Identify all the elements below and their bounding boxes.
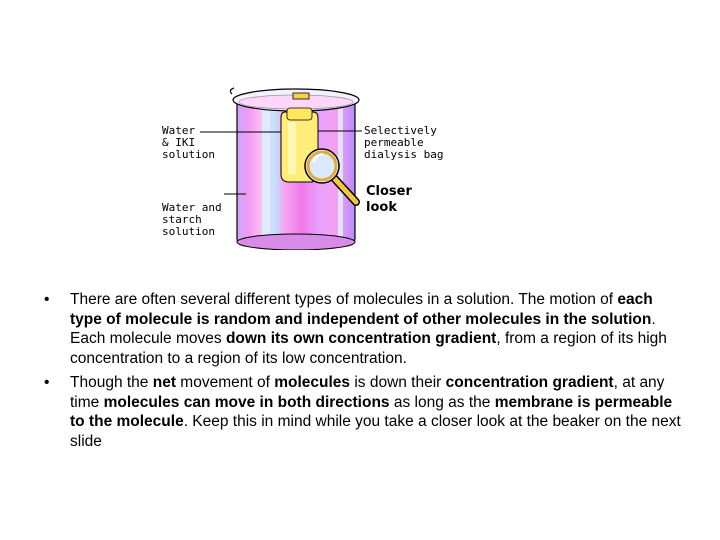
bullet-text: , at any time — [70, 374, 665, 411]
bullet-emphasis: concentration gradient — [445, 374, 614, 391]
bullet-list: There are often several different types … — [44, 290, 684, 456]
bullet-emphasis: membrane is permeable to the molecule — [70, 393, 673, 431]
bullet-item: Though the net movement of molecules is … — [44, 373, 684, 451]
bullet-emphasis: molecules can move in both directions — [103, 393, 390, 411]
bullet-text: , from a region of its high concentratio… — [70, 330, 667, 367]
bullet-item: There are often several different types … — [44, 290, 684, 368]
magnifying-glass-icon — [304, 148, 360, 206]
bullet-text: is down their — [350, 374, 446, 391]
bullet-emphasis: net — [152, 374, 176, 391]
bullet-emphasis: each type of molecule is random and inde… — [70, 291, 653, 328]
label-water-iki: Water & IKI solution — [162, 124, 215, 161]
label-water-starch: Water and starch solution — [162, 201, 222, 238]
bullet-text: . Each molecule moves — [70, 310, 656, 348]
bullet-emphasis: down its own concentration gradient — [225, 330, 497, 347]
bullet-text: . Keep this in mind while you take a clo… — [70, 413, 681, 450]
label-closer-look: Closer look — [366, 184, 412, 215]
bullet-text: Though the — [70, 374, 153, 391]
bullet-text: as long as the — [389, 393, 495, 411]
beaker-illustration — [200, 87, 362, 250]
beaker-figure: Water & IKI solution Water and starch so… — [150, 70, 460, 250]
label-dialysis-bag: Selectively permeable dialysis bag — [364, 124, 444, 161]
bullet-text: There are often several different types … — [70, 291, 618, 308]
bullet-emphasis: molecules — [274, 374, 351, 391]
bullet-text: movement of — [175, 374, 275, 391]
